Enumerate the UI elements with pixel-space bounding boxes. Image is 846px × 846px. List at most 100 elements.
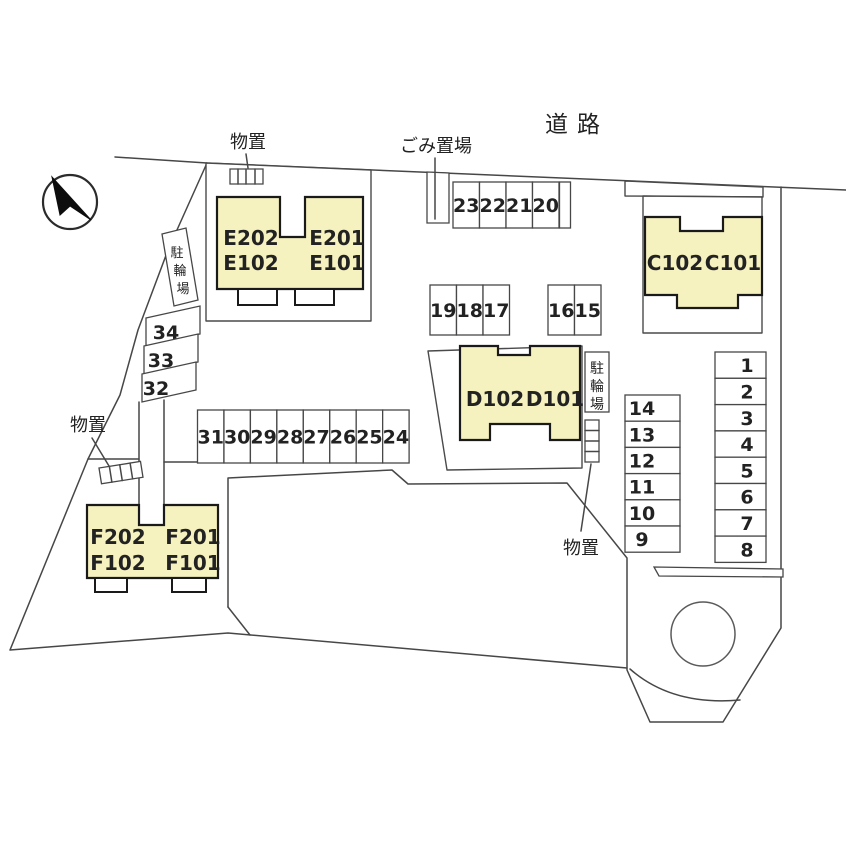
parking-stall-9 xyxy=(624,525,681,553)
parking-stall-number: 4 xyxy=(740,434,753,456)
bicycle-left-label: 駐 xyxy=(170,246,183,261)
parking-stall-number: 17 xyxy=(483,300,509,322)
building-f-entrance-left xyxy=(94,577,128,593)
garbage-label: ごみ置場 xyxy=(400,136,472,157)
parking-stall-12 xyxy=(624,446,681,475)
parking-stall-29 xyxy=(249,409,278,464)
garbage-area-box xyxy=(426,171,450,224)
parking-stall-number: 32 xyxy=(143,378,169,400)
parking-stall-number: 25 xyxy=(356,427,382,449)
parking-stall-17 xyxy=(482,284,511,336)
bicycle-right-label: 駐 xyxy=(590,361,604,377)
storage-shed-top xyxy=(229,153,264,185)
parking-stall-number: 10 xyxy=(629,503,655,525)
unit-label-c101: C101 xyxy=(705,251,761,275)
parking-stall-number: 16 xyxy=(548,300,574,322)
unit-label-d101: D101 xyxy=(526,387,584,411)
parking-stall-number: 20 xyxy=(533,195,559,217)
parking-stall-number: 8 xyxy=(740,539,753,561)
parking-stall-number: 6 xyxy=(740,487,753,509)
parking-stall-number: 7 xyxy=(740,513,753,535)
parking-stall-number: 18 xyxy=(457,300,483,322)
bicycle-left-label: 輪 xyxy=(173,263,186,279)
parking-stall-1 xyxy=(714,351,767,379)
parking-stall-number: 31 xyxy=(197,427,223,449)
wall-bar xyxy=(652,566,784,578)
unit-label-d102: D102 xyxy=(466,387,524,411)
parking-stall-number: 9 xyxy=(635,529,648,551)
parking-stall-28 xyxy=(276,409,304,464)
parking-stall-number: 19 xyxy=(430,300,456,322)
parking-stall-number: 11 xyxy=(629,477,655,499)
parking-stall-30 xyxy=(223,409,252,464)
parking-stall-15 xyxy=(573,284,602,336)
bicycle-area-right xyxy=(584,351,610,413)
building-e-entrance-right xyxy=(294,288,335,306)
plot-c-strip xyxy=(624,180,764,198)
parking-stall-number: 1 xyxy=(740,355,753,377)
parking-stall-number: 13 xyxy=(629,424,655,446)
parking-stall-31 xyxy=(196,409,225,464)
parking-stall-number: 21 xyxy=(506,195,532,217)
storage-left-leader xyxy=(91,437,110,467)
bicycle-right-label: 輪 xyxy=(590,378,604,395)
storage-shed-left xyxy=(98,460,144,485)
parking-stall-14 xyxy=(624,394,681,422)
parking-stall-13 xyxy=(624,420,681,449)
parking-stall-2 xyxy=(714,377,767,406)
unit-label-f102: F102 xyxy=(90,551,145,575)
unit-label-f201: F201 xyxy=(165,525,220,549)
storage-top-leader xyxy=(245,153,249,169)
parking-stall-32 xyxy=(141,361,197,403)
parking-stall-number: 5 xyxy=(740,460,753,482)
unit-label-f101: F101 xyxy=(165,551,220,575)
storage-right-leader xyxy=(580,463,592,532)
storage-left-label: 物置 xyxy=(70,415,106,436)
unit-label-e201: E201 xyxy=(309,226,364,250)
boundary-merge xyxy=(227,606,251,636)
parking-stall-number: 28 xyxy=(277,427,303,449)
unit-label-e202: E202 xyxy=(223,226,278,250)
parking-stall-16 xyxy=(547,284,576,336)
parking-stall-10 xyxy=(624,499,681,527)
storage-shed-right xyxy=(584,419,600,463)
site-boundary-west xyxy=(9,162,628,669)
parking-stall-number: 15 xyxy=(575,300,601,322)
parking-stall-number: 22 xyxy=(480,195,506,217)
parking-stall-22 xyxy=(478,181,507,229)
building-f xyxy=(85,503,220,580)
parking-stall-27 xyxy=(302,409,331,464)
road-label: 道路 xyxy=(545,112,609,138)
unit-label-e101: E101 xyxy=(309,251,364,275)
parking-stall-number: 23 xyxy=(453,195,479,217)
row-north-end-strip xyxy=(558,181,572,229)
bicycle-right-label: 場 xyxy=(590,397,604,413)
parking-stall-number: 12 xyxy=(629,451,655,473)
site-boundary-inner xyxy=(227,186,782,723)
parking-stall-number: 14 xyxy=(629,398,655,420)
bicycle-left-label: 場 xyxy=(176,282,189,297)
storage-right-label: 物置 xyxy=(563,538,599,559)
parking-stall-number: 26 xyxy=(330,427,356,449)
curb-arc xyxy=(629,668,741,702)
unit-label-f202: F202 xyxy=(90,525,145,549)
storage-top-label: 物置 xyxy=(230,132,266,153)
parking-stall-number: 33 xyxy=(148,350,174,372)
north-arrow xyxy=(41,173,99,231)
parking-stall-25 xyxy=(355,409,384,464)
building-e-entrance-left xyxy=(237,288,278,306)
parking-stall-number: 24 xyxy=(383,427,409,449)
parking-stall-number: 27 xyxy=(303,427,329,449)
unit-label-e102: E102 xyxy=(223,251,278,275)
parking-stall-5 xyxy=(714,456,767,485)
turning-circle xyxy=(670,601,736,667)
parking-stall-number: 3 xyxy=(740,408,753,430)
parking-stall-23 xyxy=(452,181,481,229)
parking-stall-11 xyxy=(624,472,681,501)
building-f-entrance-right xyxy=(171,577,207,593)
parking-stall-7 xyxy=(714,509,767,537)
parking-stall-8 xyxy=(714,535,767,564)
